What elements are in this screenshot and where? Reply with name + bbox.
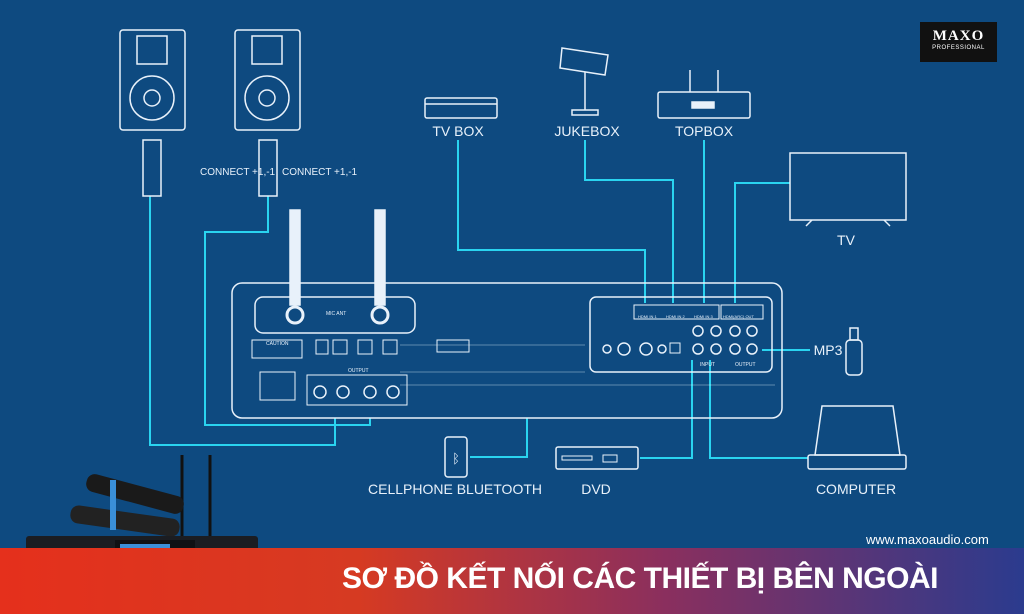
maxo-logo: MAXO PROFESSIONAL: [920, 22, 997, 62]
cable-tv: [734, 182, 790, 303]
cable-speaker-left: [149, 196, 336, 446]
speaker-right-icon: [234, 29, 301, 197]
speaker-left-icon: [119, 29, 186, 197]
cable-jukebox: [584, 140, 674, 303]
hdmi-in-2-label: HDMI IN 2: [666, 314, 685, 319]
speaker-right-label: CONNECT +1,-1: [282, 167, 358, 178]
computer-label: COMPUTER: [815, 481, 897, 497]
caution-label: CAUTION: [266, 341, 289, 347]
hdmi-in-3-label: HDMI IN 3: [694, 314, 713, 319]
cable-cellphone: [470, 418, 528, 458]
jukebox-label: JUKEBOX: [554, 123, 620, 139]
cable-tvbox: [457, 140, 646, 303]
output-rca-label: OUTPUT: [735, 362, 756, 368]
cable-speaker-right: [204, 196, 371, 426]
cellphone-label: CELLPHONE BLUETOOTH: [367, 481, 543, 497]
antenna-icon: [374, 209, 386, 306]
logo-brand: MAXO: [932, 28, 985, 44]
dvd-label: DVD: [581, 481, 611, 497]
laptop-icon: [807, 405, 907, 470]
tv-box-label: TV BOX: [432, 123, 484, 139]
cables: [149, 140, 810, 459]
cellphone-icon: ᛒ: [444, 436, 468, 478]
amplifier-rear-panel: [231, 282, 783, 419]
svg-text:ᛒ: ᛒ: [452, 451, 460, 466]
cable-dvd: [640, 360, 693, 459]
speaker-left-label: CONNECT +1,-1: [200, 167, 276, 178]
topbox-label: TOPBOX: [674, 123, 734, 139]
dvd-player-icon: [555, 446, 639, 470]
mic-ant-label: MIC ANT: [326, 311, 347, 317]
tv-icon: [789, 152, 907, 227]
cable-computer: [709, 360, 808, 459]
logo-tagline: PROFESSIONAL: [932, 45, 985, 51]
input-label: INPUT: [700, 362, 715, 368]
output-speaker-label: OUTPUT: [348, 368, 369, 374]
hdmi-out-label: HDMI(ARC) OUT: [723, 314, 754, 319]
jukebox-icon: [559, 47, 609, 116]
hdmi-in-1-label: HDMI IN 1: [638, 314, 657, 319]
website-link[interactable]: www.maxoaudio.com: [866, 532, 989, 547]
tv-box-icon: [424, 97, 498, 119]
banner-title: SƠ ĐỒ KẾT NỐI CÁC THIẾT BỊ BÊN NGOÀI: [342, 562, 938, 595]
tv-label: TV: [837, 232, 855, 248]
usb-stick-icon: [845, 327, 863, 376]
topbox-icon: [657, 70, 751, 119]
mp3-label: MP3: [813, 342, 843, 358]
antenna-icon: [289, 209, 301, 306]
footer-banner: [0, 548, 1024, 614]
